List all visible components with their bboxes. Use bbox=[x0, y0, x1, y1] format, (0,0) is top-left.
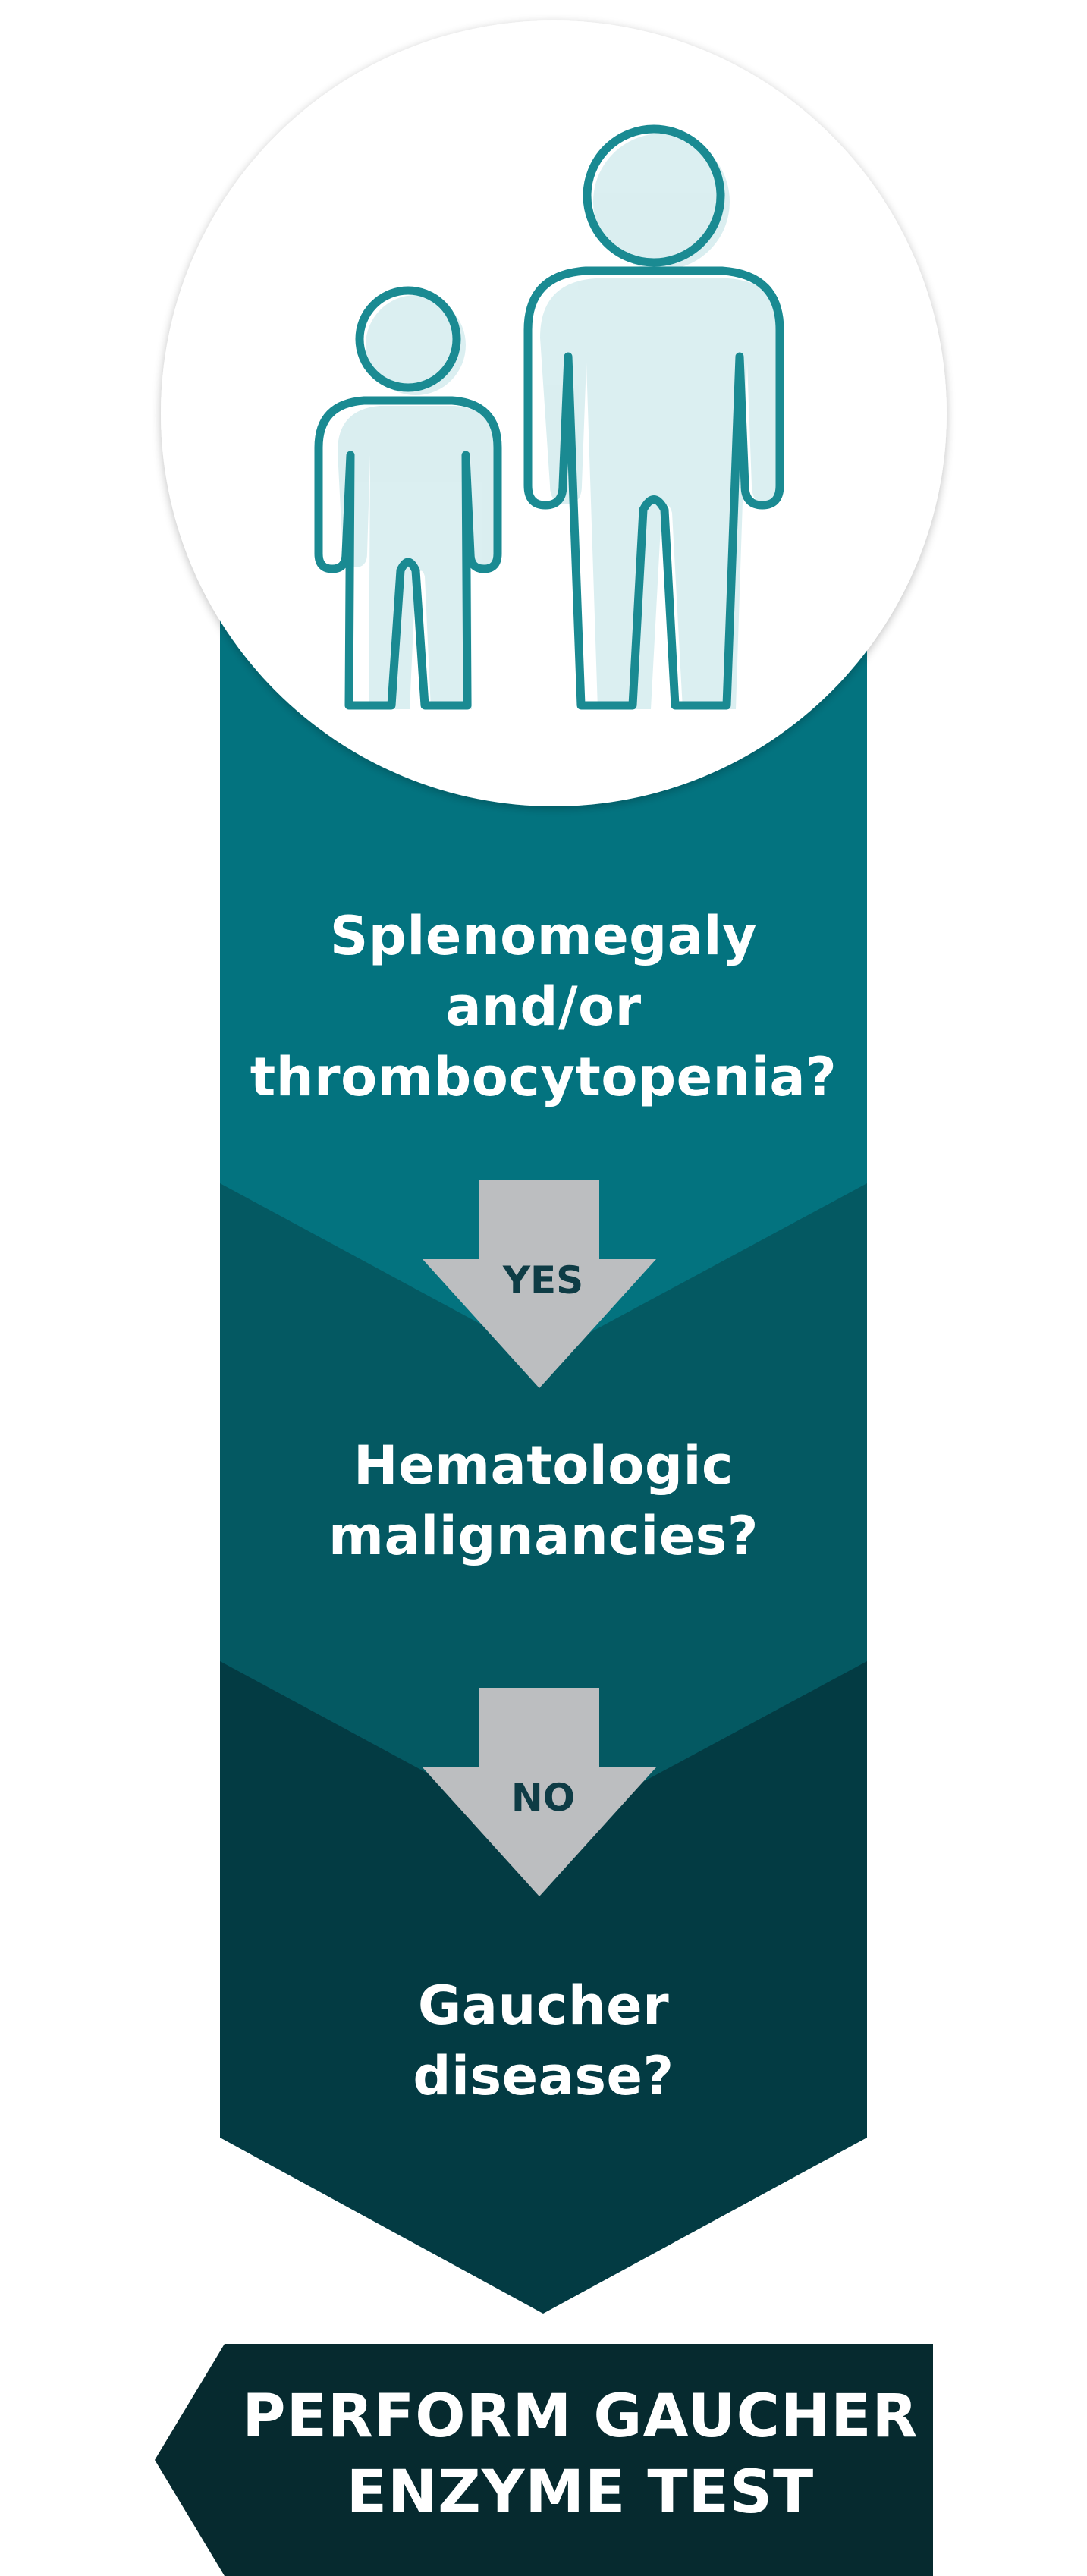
down-arrow-yes bbox=[423, 1180, 656, 1388]
connector-label-no: NO bbox=[511, 1776, 576, 1820]
step-2-question: Hematologic malignancies? bbox=[220, 1431, 867, 1572]
step-1-line-3: thrombocytopenia? bbox=[250, 1046, 837, 1108]
step-2-line-2: malignancies? bbox=[328, 1505, 759, 1567]
step-1-question: Splenomegaly and/or thrombocytopenia? bbox=[220, 901, 867, 1113]
band-step-3 bbox=[220, 1661, 867, 2314]
step-2-line-1: Hematologic bbox=[353, 1434, 734, 1497]
child-and-adult-people-icon bbox=[314, 124, 784, 710]
connector-label-yes: YES bbox=[502, 1258, 584, 1302]
action-box-shape bbox=[155, 2344, 933, 2576]
step-1-line-2: and/or bbox=[445, 975, 642, 1038]
down-arrow-no bbox=[423, 1688, 656, 1896]
action-perform-test: PERFORM GAUCHER ENZYME TEST bbox=[220, 2344, 941, 2530]
step-3-question: Gaucher disease? bbox=[220, 1971, 867, 2112]
step-3-line-2: disease? bbox=[413, 2045, 674, 2107]
action-line-1: PERFORM GAUCHER bbox=[242, 2383, 919, 2451]
step-1-line-1: Splenomegaly bbox=[329, 905, 758, 967]
action-line-2: ENZYME TEST bbox=[346, 2458, 815, 2527]
band-step-2 bbox=[220, 1183, 867, 1836]
step-3-line-1: Gaucher bbox=[417, 1974, 670, 2037]
band-step-1 bbox=[220, 592, 867, 1358]
